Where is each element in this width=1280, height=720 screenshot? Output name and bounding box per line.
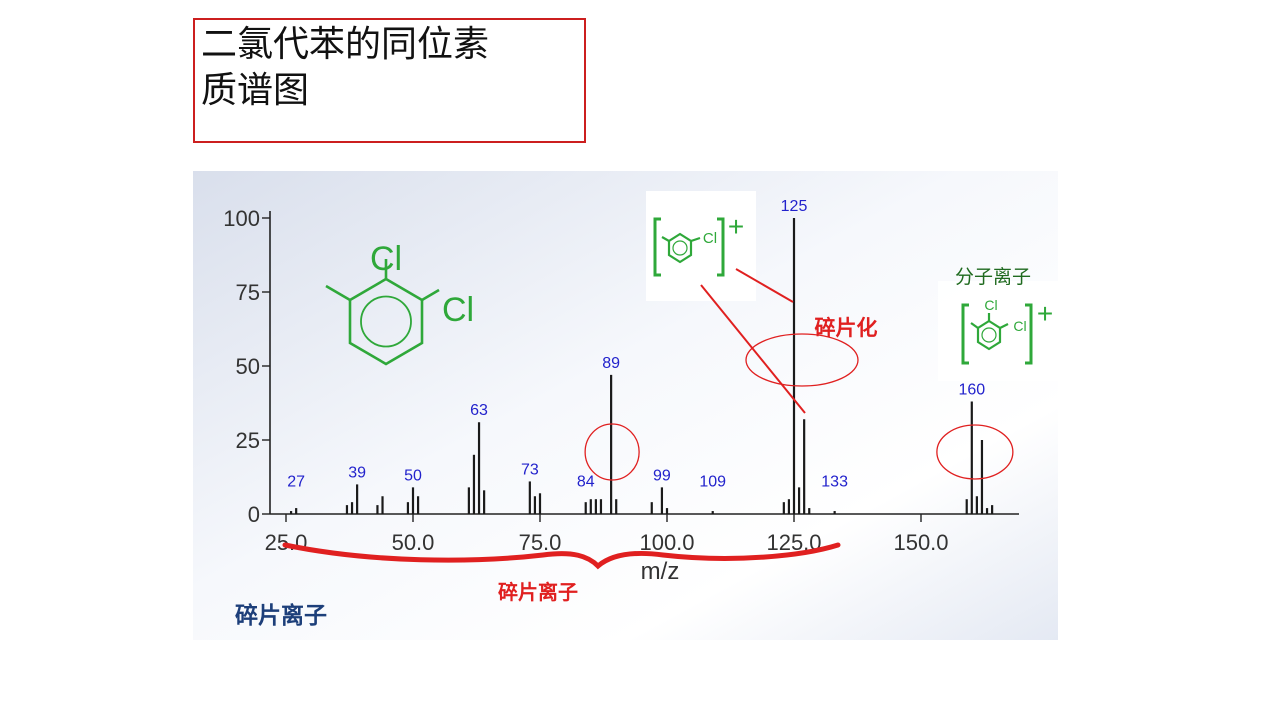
y-tick-label: 100: [223, 206, 260, 231]
molecular-ion-backdrop: [938, 281, 1058, 381]
cl-bond-2: [421, 288, 440, 302]
fragmentation-pointer-line: [735, 268, 794, 303]
peak-label: 73: [521, 461, 539, 478]
fragment-cl-bond: [690, 236, 701, 243]
cl-label-2: Cl: [442, 291, 474, 329]
mi-left-bracket: [961, 303, 969, 365]
fragment-ions-corner-label: 碎片离子: [235, 602, 327, 629]
x-axis-label: m/z: [641, 558, 680, 585]
peak-label: 133: [821, 473, 848, 490]
fragment-structure-backdrop: [646, 191, 756, 301]
chart-background: [193, 171, 1058, 640]
cl-label-1: Cl: [370, 240, 402, 278]
x-tick-label: 50.0: [392, 530, 435, 555]
title-box: 二氯代苯的同位素 质谱图: [193, 18, 586, 143]
mi-methyl-bond: [970, 322, 979, 329]
methyl-bond: [325, 284, 351, 302]
peak-label: 27: [287, 473, 305, 490]
peak-label: 99: [653, 467, 671, 484]
peak-label: 109: [699, 473, 726, 490]
x-tick-label: 150.0: [893, 530, 948, 555]
molecular-ion-label: 分子离子: [955, 266, 1031, 288]
y-tick-label: 50: [236, 354, 260, 379]
fragment-cl-label: Cl: [703, 230, 717, 247]
fragment-ions-label: 碎片离子: [498, 580, 578, 604]
peaks: [289, 218, 994, 514]
aromatic-circle: [360, 295, 412, 348]
fragment-methyl-bond: [661, 236, 670, 242]
fragmentation-slash-line: [700, 284, 806, 414]
fragmentation-label: 碎片化: [815, 316, 878, 340]
molecular-ion-structure: [961, 303, 1033, 365]
peak-label: 89: [602, 355, 620, 372]
peak-label: 84: [577, 473, 595, 490]
peak-label: 50: [404, 467, 422, 484]
circled-peak-ellipse: [936, 424, 1014, 480]
mi-right-bracket: [1025, 303, 1033, 365]
title-line-1: 二氯代苯的同位素: [201, 24, 490, 65]
peak-label: 39: [348, 464, 366, 481]
circled-peaks: [584, 423, 1014, 481]
fragment-ions-brace: [282, 542, 841, 570]
mi-cl-bond-2: [999, 323, 1009, 329]
peak-label: 160: [958, 382, 985, 399]
y-tick-label: 75: [236, 280, 260, 305]
right-bracket: [717, 217, 725, 277]
mi-plus-sign: +: [1037, 298, 1053, 329]
fragment-aromatic-circle: [672, 240, 688, 256]
circled-peak-ellipse: [584, 423, 640, 481]
y-tick-label: 0: [248, 502, 260, 527]
x-tick-label: 75.0: [519, 530, 562, 555]
peak-label: 125: [781, 198, 808, 215]
left-bracket: [653, 217, 661, 277]
x-tick-label: 25.0: [265, 530, 308, 555]
x-tick-label: 100.0: [639, 530, 694, 555]
fragment-ion-structure: [653, 217, 725, 277]
y-ticks: 0 25 50 75 100: [223, 206, 270, 527]
fragment-plus-sign: +: [728, 211, 744, 242]
peak-labels: 27 39 50 63 73 84 89 99 109 125 133 160: [287, 198, 985, 490]
y-tick-label: 25: [236, 428, 260, 453]
molecule-structure: [325, 259, 440, 366]
peak-label: 63: [470, 402, 488, 419]
title-line-2: 质谱图: [201, 70, 310, 111]
mi-aromatic-circle: [981, 327, 997, 343]
mi-cl-label-1: Cl: [984, 297, 997, 313]
fragmentation-ellipse: [745, 333, 859, 387]
mi-cl-label-2: Cl: [1013, 318, 1026, 334]
